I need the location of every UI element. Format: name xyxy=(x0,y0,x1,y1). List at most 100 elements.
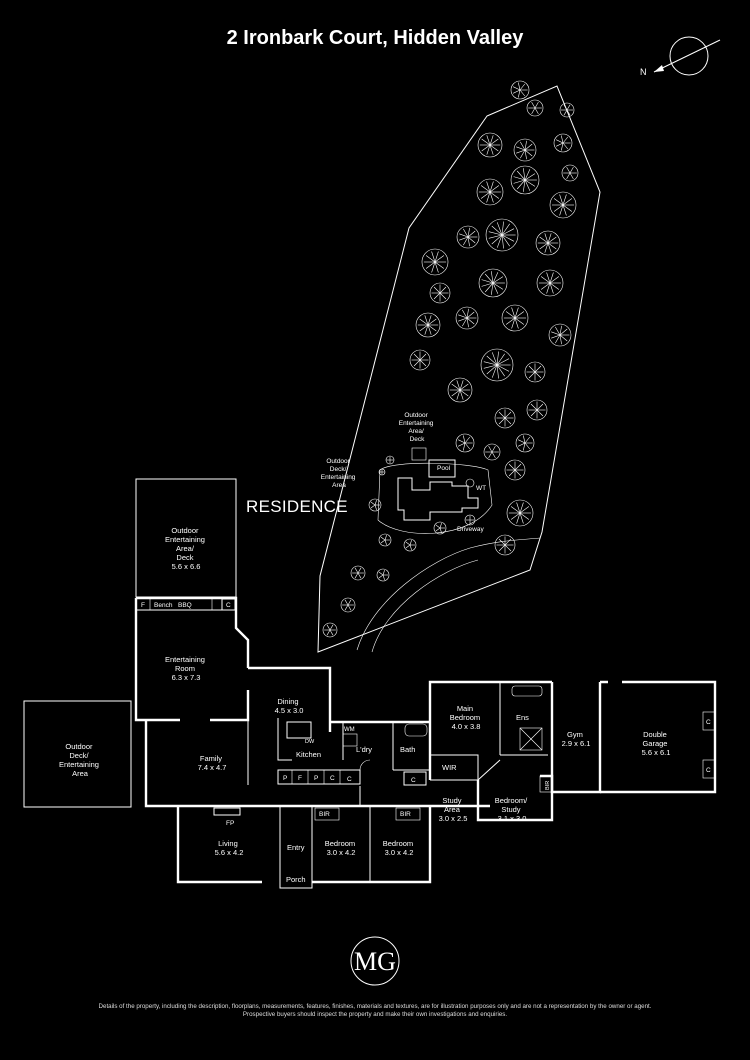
tree-branch xyxy=(539,242,549,250)
tree-branch xyxy=(467,236,476,244)
tree-branch xyxy=(489,181,494,193)
tree-canopy-icon xyxy=(515,433,535,453)
fixture-cupboard-bath: C xyxy=(411,777,416,784)
page-title: 2 Ironbark Court, Hidden Valley xyxy=(227,27,525,49)
tree-branch xyxy=(456,389,461,400)
study-diagonal xyxy=(477,759,501,781)
tree-branch xyxy=(439,523,442,529)
tree-branch xyxy=(539,236,549,244)
tree-canopy-icon xyxy=(368,498,382,512)
tree-branch xyxy=(513,179,526,184)
tree-branch xyxy=(451,383,461,391)
tree-branch xyxy=(559,334,568,342)
tree-branch xyxy=(466,311,475,319)
tree-branch xyxy=(555,326,561,336)
tree-branch xyxy=(491,445,496,453)
kitchen-bench xyxy=(277,718,292,761)
tree-branch xyxy=(326,629,331,636)
tree-canopy-icon xyxy=(548,323,572,347)
bathtub xyxy=(404,723,428,737)
tree-branch xyxy=(563,109,568,116)
bir-bedroom-2 xyxy=(314,807,340,821)
tree-canopy-icon xyxy=(455,306,479,330)
tree-branch xyxy=(544,233,549,244)
fixture-pantry-1: P xyxy=(283,775,287,782)
tree-canopy-icon xyxy=(478,268,508,298)
tree-branch xyxy=(534,107,539,115)
room-ensuite: Ens xyxy=(516,713,529,722)
tree-branch xyxy=(530,403,538,411)
bedrooms-wall xyxy=(312,806,432,884)
tree-canopy-icon xyxy=(510,80,530,100)
tree-branch xyxy=(467,227,470,238)
tree-canopy-icon xyxy=(409,349,431,371)
tree-branch xyxy=(459,233,469,238)
room-double-garage: Double Garage 5.6 x 6.1 xyxy=(642,730,671,757)
fixture-cupboard-kitchen: C xyxy=(330,775,335,782)
tree-branch xyxy=(458,317,468,322)
tree-branch xyxy=(546,272,551,284)
tree-canopy-icon xyxy=(447,377,473,403)
tree-branch xyxy=(519,512,524,524)
tree-branch xyxy=(491,352,498,366)
floor-plan: F Bench BBQ C P F P C C DW WM C xyxy=(23,478,717,889)
tree-branch xyxy=(501,221,504,236)
tree-branch xyxy=(486,364,498,375)
tree-branch xyxy=(524,179,531,191)
tree-branch xyxy=(488,445,493,453)
room-family: Family 7.4 x 4.7 xyxy=(198,754,227,772)
tree-branch xyxy=(534,365,542,373)
compass: N xyxy=(640,36,721,77)
tree-branch xyxy=(427,318,437,326)
tree-branch xyxy=(547,242,557,250)
tree-branch xyxy=(433,292,441,300)
tree-branch xyxy=(501,223,510,236)
tree-canopy-icon xyxy=(524,361,546,383)
room-bedroom-3: Bedroom 3.0 x 4.2 xyxy=(383,839,416,857)
tree-branch xyxy=(384,539,387,545)
tree-branch xyxy=(457,442,466,447)
tree-branch xyxy=(492,272,499,284)
tree-branch xyxy=(427,315,432,326)
fixture-cupboard-hall: C xyxy=(347,776,352,783)
tree-branch xyxy=(524,169,531,181)
tree-branch xyxy=(489,185,500,193)
tree-branch xyxy=(434,261,439,273)
tree-branch xyxy=(540,282,551,290)
tree-canopy-icon xyxy=(535,230,561,256)
tree-branch xyxy=(540,276,551,284)
tree-branch xyxy=(512,86,521,91)
garage-cupboard-2 xyxy=(702,759,716,779)
tree-branch xyxy=(496,364,510,372)
tree-branch xyxy=(498,411,506,419)
site-label-driveway: Driveway xyxy=(457,526,484,533)
fixture-bench: Bench xyxy=(154,602,173,609)
fixture-cupboard-garage-2: C xyxy=(706,767,711,774)
tree-branch xyxy=(562,198,573,206)
wir-outline xyxy=(430,754,479,781)
site-trees xyxy=(322,80,579,638)
tree-branch xyxy=(516,512,521,524)
tree-canopy-icon xyxy=(480,348,514,382)
tree-branch xyxy=(559,328,568,336)
tree-branch xyxy=(491,225,503,236)
room-wir: WIR xyxy=(442,763,457,772)
tree-branch xyxy=(528,371,536,379)
gym-walls xyxy=(550,682,602,794)
tree-branch xyxy=(547,233,552,244)
tree-branch xyxy=(547,242,552,253)
tree-branch xyxy=(484,273,494,284)
tree-branch xyxy=(427,324,437,332)
tree-branch xyxy=(514,469,522,477)
compass-arrow-icon xyxy=(654,65,664,72)
tree-branch xyxy=(516,179,526,190)
mg-logo: MG xyxy=(350,936,400,986)
tree-branch xyxy=(553,204,564,212)
tree-branch xyxy=(419,324,429,332)
tree-branch xyxy=(382,570,385,576)
tree-branch xyxy=(569,166,574,174)
tree-canopy-icon xyxy=(561,164,579,182)
site-label-pool: Pool xyxy=(437,465,451,472)
main-bedroom-wall-north xyxy=(428,680,552,780)
